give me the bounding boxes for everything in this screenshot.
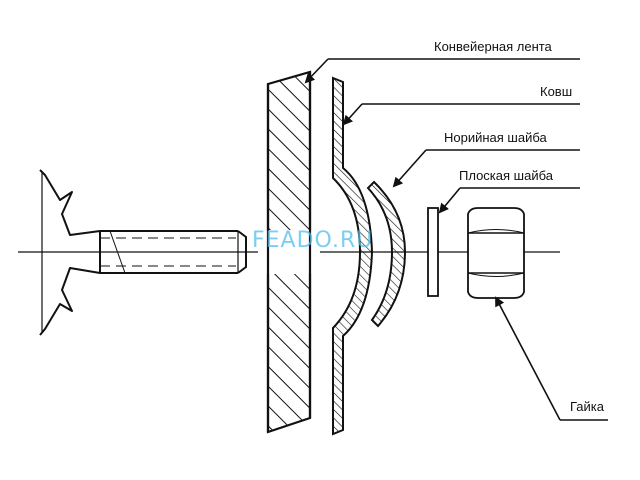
leader-noria-washer (392, 149, 580, 188)
label-bucket: Ковш (540, 84, 573, 99)
label-flat-washer: Плоская шайба (459, 168, 553, 183)
leader-conveyor-belt (304, 58, 580, 84)
noria-washer (366, 180, 407, 328)
flat-washer (427, 207, 439, 297)
bolt-shank (100, 230, 247, 274)
conveyor-belt (258, 70, 320, 434)
leader-nut (495, 296, 608, 421)
leader-bucket (342, 103, 580, 126)
label-noria-washer: Норийная шайба (444, 130, 547, 145)
label-nut: Гайка (570, 399, 605, 414)
bolt-head (39, 169, 101, 336)
leader-flat-washer (438, 187, 580, 214)
watermark: FEADO.RU (252, 228, 374, 253)
nut (467, 207, 525, 299)
bucket (332, 76, 374, 436)
label-conveyor-belt: Конвейерная лента (434, 39, 552, 54)
